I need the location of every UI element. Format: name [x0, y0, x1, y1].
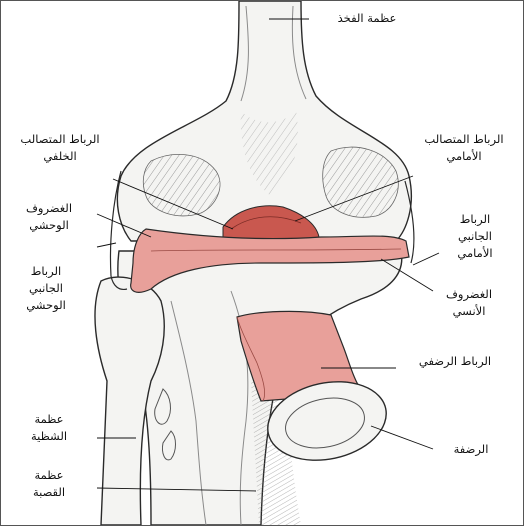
label-anterior-cruciate-ligament: الرباط المتصالب الأمامي: [405, 131, 523, 165]
label-lateral-collateral-ligament: الرباط الجانبي الوحشي: [3, 263, 89, 314]
label-lateral-meniscus: الغضروف الوحشي: [3, 200, 95, 234]
label-patellar-ligament: الرباط الرضفي: [397, 353, 513, 370]
label-patella: الرضفة: [431, 441, 511, 458]
label-tibia: عظمة القصبة: [3, 467, 95, 501]
label-medial-collateral-ligament: الرباط الجانبي الأمامي: [435, 211, 515, 262]
label-femur: عظمة الفخذ: [313, 10, 421, 27]
label-posterior-cruciate-ligament: الرباط المتصالب الخلفي: [1, 131, 119, 165]
label-fibula: عظمة الشظية: [3, 411, 95, 445]
label-medial-meniscus: الغضروف الأنسي: [423, 286, 515, 320]
